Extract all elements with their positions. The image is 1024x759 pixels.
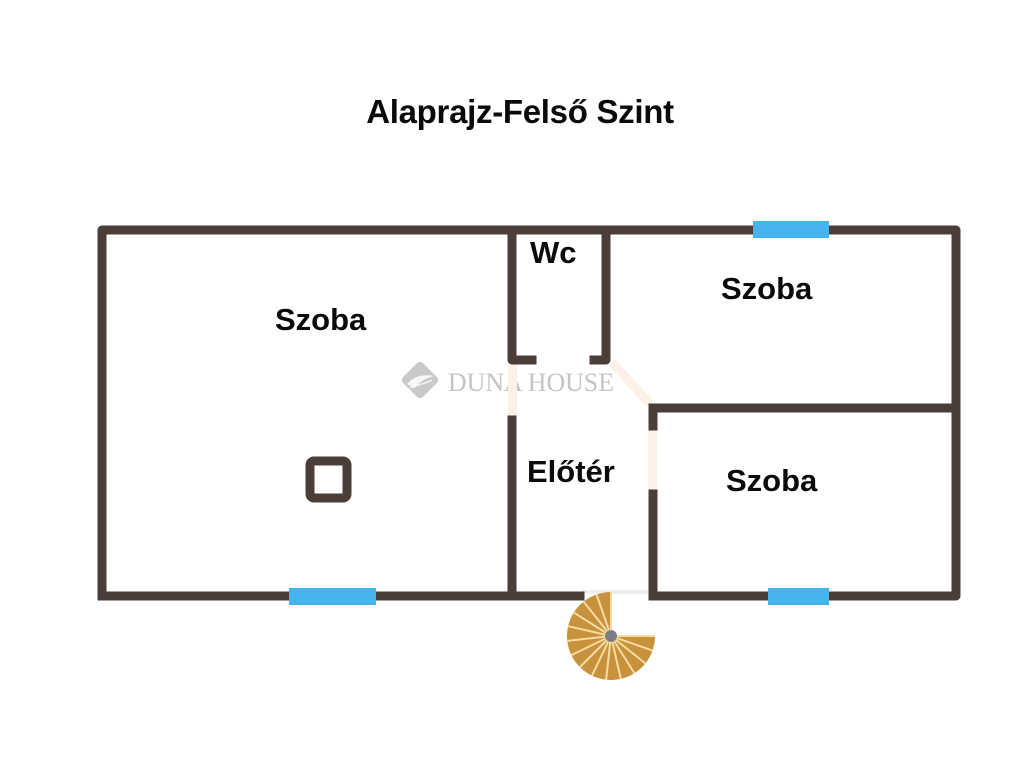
room-label-large-left: Szoba xyxy=(275,302,367,337)
staircase-step-line xyxy=(610,635,636,674)
wall-left-room-right-upper xyxy=(507,225,537,365)
watermark-brand: DUNA HOUSE xyxy=(448,368,614,397)
staircase-step-line xyxy=(610,635,622,680)
window-bottom-right xyxy=(768,588,829,605)
room-label-wc: Wc xyxy=(530,235,577,270)
plan-title: Alaprajz-Felső Szint xyxy=(366,93,674,130)
wall-wc-right xyxy=(589,225,611,365)
staircase-step-line xyxy=(573,611,612,637)
staircase-center-post xyxy=(605,630,617,642)
room-label-bottom-right: Szoba xyxy=(726,463,818,498)
staircase-step-line xyxy=(605,635,612,680)
staircase-step-line xyxy=(582,600,612,637)
room-label-top-right: Szoba xyxy=(721,271,813,306)
staircase-step-line xyxy=(567,625,612,637)
door-opening-top-right-room xyxy=(608,358,654,408)
staircase-step-line xyxy=(579,635,612,668)
door-opening-bottom-right-room xyxy=(648,430,657,490)
walls xyxy=(97,225,961,601)
staircase-step-line xyxy=(591,635,612,677)
diamond-leaf-logo-icon xyxy=(401,361,439,399)
staircase-step-line xyxy=(595,594,612,637)
staircase-step-line xyxy=(610,635,647,665)
wall-outer-left-top xyxy=(97,225,961,601)
square-outline-icon xyxy=(305,456,352,503)
staircase-step-line xyxy=(610,635,653,652)
window-bottom-left xyxy=(289,588,376,605)
watermark: DUNA HOUSE ® xyxy=(401,361,623,399)
door-openings xyxy=(508,358,657,594)
windows xyxy=(289,221,829,605)
window-top-right xyxy=(753,221,829,238)
room-label-hallway: Előtér xyxy=(527,454,615,489)
staircase-step-line xyxy=(567,635,612,642)
spiral-staircase-icon xyxy=(567,592,655,680)
door-opening-stairs xyxy=(582,590,652,594)
staircase-step-line xyxy=(570,635,612,656)
door-opening-left-room xyxy=(508,364,517,416)
